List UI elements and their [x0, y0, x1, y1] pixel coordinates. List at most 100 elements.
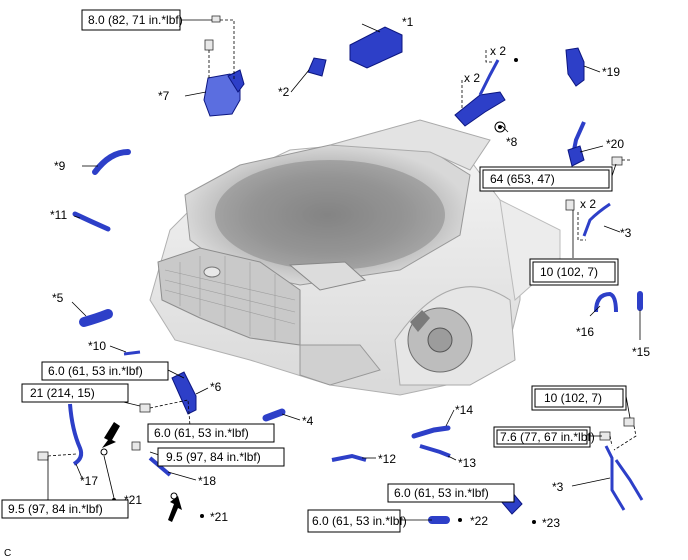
multiplier-x2-mid: x 2 — [464, 71, 480, 85]
arrow-up-icon — [168, 496, 182, 522]
svg-text:6.0 (61, 53 in.*lbf): 6.0 (61, 53 in.*lbf) — [154, 426, 249, 440]
callout-21-left: *21 — [124, 493, 142, 507]
callout-22: *22 — [470, 514, 488, 528]
callout-14: *14 — [455, 403, 473, 417]
part-19-bracket — [565, 47, 585, 87]
part-10-hose — [123, 350, 141, 356]
nut-3-lower — [623, 417, 635, 427]
callout-10: *10 — [88, 339, 106, 353]
part-14-pipe — [411, 425, 451, 439]
torque-spec-8: 9.5 (97, 84 in.*lbf) — [1, 499, 129, 519]
multiplier-x2-top: x 2 — [490, 44, 506, 58]
multiplier-x2-right: x 2 — [580, 197, 596, 211]
front-bumper — [299, 344, 381, 386]
callout-5: *5 — [52, 291, 64, 305]
callout-21-right: *21 — [210, 510, 228, 524]
torque-spec-6: 6.0 (61, 53 in.*lbf) — [147, 423, 275, 443]
figure-code: C — [4, 548, 11, 559]
bolt-17 — [37, 451, 49, 461]
grille-mesh — [164, 256, 296, 340]
part-13-pipe — [419, 444, 451, 458]
svg-text:6.0 (61, 53 in.*lbf): 6.0 (61, 53 in.*lbf) — [312, 514, 407, 528]
part-3-upper-hose — [582, 202, 611, 237]
callout-20: *20 — [606, 137, 624, 151]
svg-text:9.5 (97, 84 in.*lbf): 9.5 (97, 84 in.*lbf) — [8, 502, 103, 516]
svg-text:7.6 (77, 67 in.*lbf): 7.6 (77, 67 in.*lbf) — [500, 430, 595, 444]
part-17-hose — [68, 403, 84, 466]
callout-labels: *1 *2 *3 *3 *4 *5 *6 *7 *8 *9 *10 *11 *1… — [50, 15, 650, 530]
washer-8-hole — [498, 125, 502, 129]
bolt-18 — [131, 441, 141, 451]
callout-15: *15 — [632, 345, 650, 359]
part-7-mount — [227, 69, 245, 93]
callout-6: *6 — [210, 380, 222, 394]
dot-22 — [458, 518, 462, 522]
svg-text:10 (102, 7): 10 (102, 7) — [544, 391, 602, 405]
brake-caliper — [410, 310, 430, 332]
bolt-3-upper — [565, 199, 575, 211]
part-6-bracket — [171, 371, 197, 415]
bolt-20 — [611, 156, 623, 166]
bolt-7-top — [211, 15, 221, 23]
svg-text:8.0 (82, 71 in.*lbf): 8.0 (82, 71 in.*lbf) — [88, 13, 183, 27]
callout-3-lower: *3 — [552, 480, 564, 494]
torque-spec-4: 6.0 (61, 53 in.*lbf) — [41, 361, 169, 381]
bolt-21mm — [139, 403, 151, 413]
dot-x2 — [514, 58, 518, 62]
part-2-sensor — [307, 57, 327, 77]
emblem — [203, 266, 221, 278]
engine-bay-shade — [215, 160, 445, 270]
svg-text:6.0 (61, 53 in.*lbf): 6.0 (61, 53 in.*lbf) — [394, 486, 489, 500]
part-4-pipe — [262, 408, 286, 422]
callout-17: *17 — [80, 474, 98, 488]
part-9-hose — [92, 149, 131, 175]
vehicle-illustration — [149, 119, 561, 396]
clip-ring-21a — [100, 448, 108, 456]
part-3-lower-hose — [604, 445, 644, 511]
callout-23: *23 — [542, 516, 560, 530]
part-20-fitting — [567, 145, 585, 167]
brake-hub — [427, 327, 453, 353]
callout-1: *1 — [402, 15, 414, 29]
torque-spec-2: 64 (653, 47) — [479, 166, 613, 192]
callout-19: *19 — [602, 65, 620, 79]
callout-8: *8 — [506, 135, 518, 149]
torque-spec-3: 10 (102, 7) — [529, 258, 619, 286]
callout-16: *16 — [576, 325, 594, 339]
callout-18: *18 — [198, 474, 216, 488]
part-8-assembly — [454, 91, 506, 127]
callout-11: *11 — [50, 208, 67, 222]
callout-7: *7 — [158, 89, 170, 103]
svg-text:9.5 (97, 84 in.*lbf): 9.5 (97, 84 in.*lbf) — [166, 450, 261, 464]
svg-text:64 (653, 47): 64 (653, 47) — [490, 172, 555, 186]
svg-text:6.0 (61, 53 in.*lbf): 6.0 (61, 53 in.*lbf) — [48, 364, 143, 378]
torque-spec-12: 6.0 (61, 53 in.*lbf) — [307, 509, 407, 533]
torque-spec-7: 9.5 (97, 84 in.*lbf) — [157, 447, 285, 467]
callout-4: *4 — [302, 414, 314, 428]
torque-spec-5: 21 (214, 15) — [21, 383, 129, 403]
callout-9: *9 — [54, 159, 66, 173]
torque-spec-10: 7.6 (77, 67 in.*lbf) — [493, 426, 595, 448]
torque-spec-1: 8.0 (82, 71 in.*lbf) — [81, 9, 183, 31]
part-12-hose — [331, 453, 367, 462]
svg-text:10 (102, 7): 10 (102, 7) — [540, 265, 598, 279]
headlight — [288, 261, 367, 291]
svg-text:21 (214, 15): 21 (214, 15) — [30, 386, 95, 400]
dot-23 — [532, 520, 536, 524]
part-8-pipe — [478, 59, 500, 96]
windshield — [329, 119, 491, 171]
part-5-hose — [79, 309, 113, 327]
part-1-module — [349, 26, 403, 69]
torque-spec-9: 10 (102, 7) — [531, 385, 627, 411]
callout-3-upper: *3 — [620, 226, 632, 240]
torque-spec-11: 6.0 (61, 53 in.*lbf) — [387, 483, 515, 503]
arrow-down-icon — [102, 422, 120, 448]
callout-13: *13 — [458, 456, 476, 470]
part-16-hose — [594, 291, 618, 313]
bolt-7-mid — [204, 39, 214, 51]
part-11-hose — [72, 211, 111, 232]
dot-21b — [200, 514, 204, 518]
callout-12: *12 — [378, 452, 396, 466]
